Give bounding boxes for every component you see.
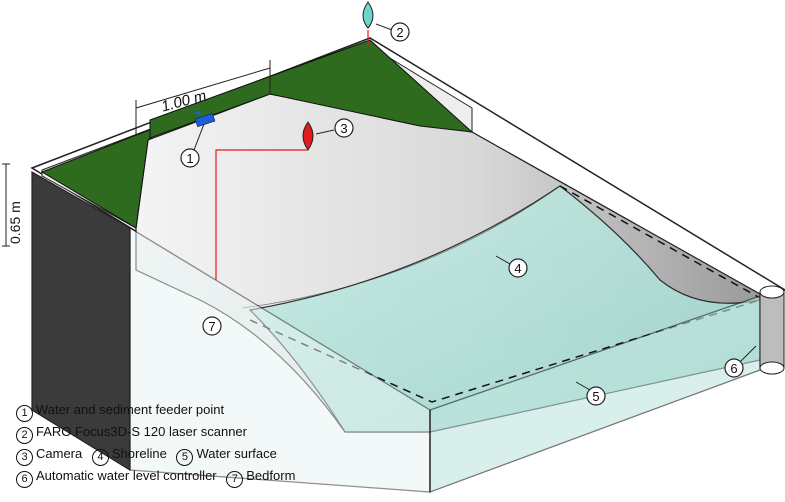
legend-text-scanner: FARO Focus3D-S 120 laser scanner — [36, 424, 247, 439]
legend-num-5: 5 — [176, 449, 194, 466]
callout-4: 4 — [495, 255, 528, 278]
legend-num-3: 3 — [16, 449, 33, 466]
svg-text:4: 4 — [514, 261, 521, 276]
legend-num-4: 4 — [91, 449, 109, 466]
feeder-arrow-icon — [188, 104, 202, 118]
legend-text-feeder: Water and sediment feeder point — [36, 402, 225, 417]
callout-6: 6 — [724, 345, 757, 378]
legend-num-2: 2 — [16, 427, 33, 444]
legend-text-bedform: Bedform — [246, 468, 296, 483]
camera — [215, 121, 314, 280]
svg-text:2: 2 — [396, 25, 403, 40]
callout-1: 1 — [180, 123, 205, 168]
water-surface-line — [249, 299, 761, 403]
svg-text:6: 6 — [730, 361, 737, 376]
shoreline-line — [241, 185, 561, 309]
callout-5: 5 — [575, 381, 606, 406]
vegetation-top — [149, 39, 474, 139]
legend-num-7: 7 — [226, 471, 244, 488]
feeder-point — [194, 112, 216, 128]
svg-text:7: 7 — [208, 319, 215, 334]
legend-num-6: 6 — [16, 471, 33, 488]
svg-text:1: 1 — [186, 151, 193, 166]
callout-7: 7 — [202, 316, 222, 336]
legend-text-shoreline: Shoreline — [111, 446, 167, 461]
svg-text:3: 3 — [340, 121, 347, 136]
svg-text:5: 5 — [592, 389, 599, 404]
water-level-controller — [759, 285, 785, 375]
callout-3: 3 — [315, 118, 354, 138]
water-surface-line-back — [559, 185, 761, 299]
callout-2: 2 — [375, 22, 410, 42]
depth-label: 0.65 m — [7, 201, 23, 244]
legend-text-water-surface: Water surface — [196, 446, 277, 461]
legend-num-1: 1 — [16, 405, 33, 422]
depth-dimension: 0.65 m — [2, 163, 23, 247]
vegetation-left — [40, 117, 181, 229]
legend-text-controller: Automatic water level controller — [36, 468, 217, 483]
laser-scanner — [362, 1, 374, 46]
legend-text-camera: Camera — [36, 446, 83, 461]
